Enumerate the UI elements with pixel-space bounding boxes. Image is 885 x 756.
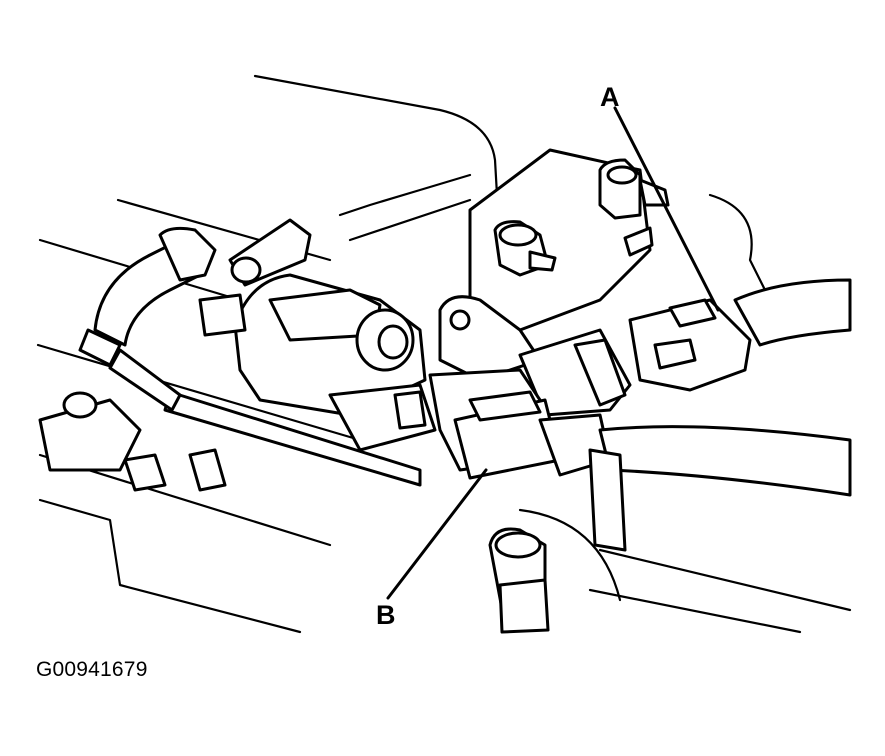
lower-fitting xyxy=(488,527,550,634)
cable-rod xyxy=(108,348,422,487)
sensor-unit xyxy=(198,273,437,452)
callout-a-leader xyxy=(613,106,720,312)
lower-left-parts xyxy=(38,391,227,492)
left-hoses xyxy=(78,218,312,367)
callout-b-label: B xyxy=(376,600,396,630)
connector-b xyxy=(428,368,612,480)
callout-b-leader xyxy=(386,468,488,600)
figure-id: G00941679 xyxy=(36,658,148,681)
engine-block-outline xyxy=(36,74,852,634)
valve-housing xyxy=(468,148,670,332)
callout-a-label: A xyxy=(600,82,620,112)
wire-harness xyxy=(588,425,852,552)
connector-a xyxy=(628,278,852,392)
